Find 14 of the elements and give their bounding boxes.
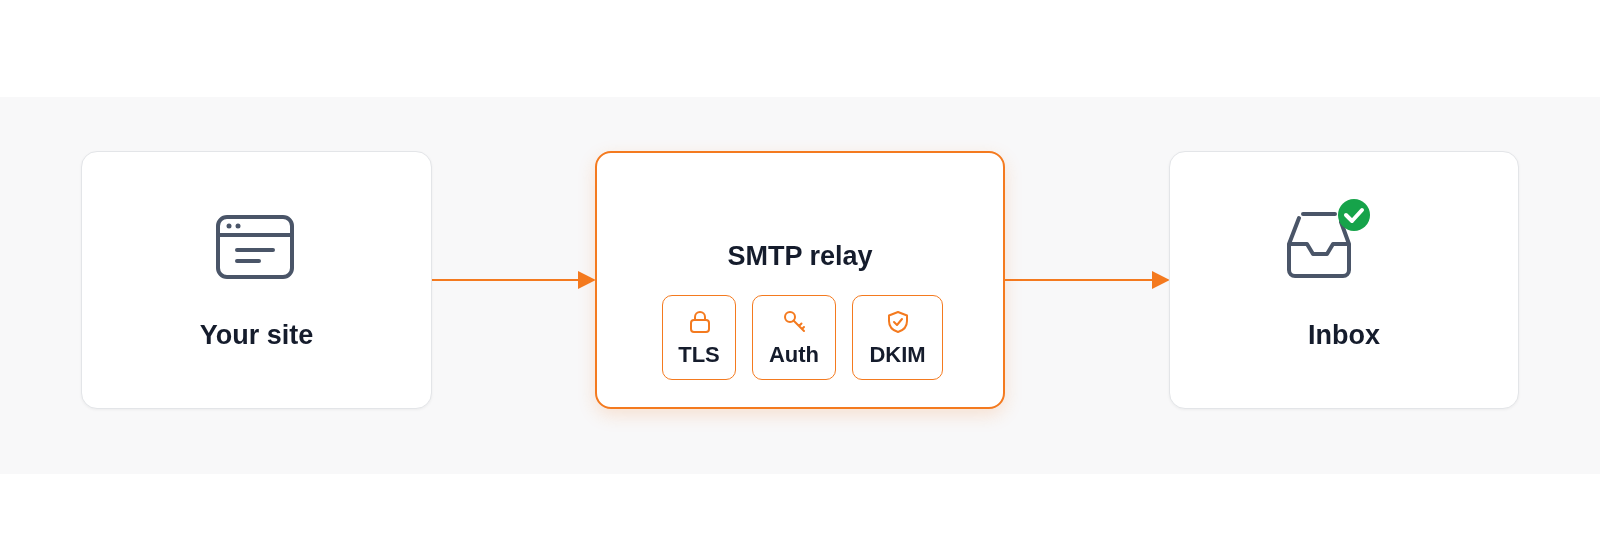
node-label: DKIM: [868, 342, 927, 368]
process-card: [81, 151, 432, 409]
node-label: Your site: [198, 320, 315, 351]
feature-card: [662, 295, 736, 380]
feature-card: [752, 295, 836, 380]
relay-card: [595, 151, 1005, 409]
process-card: [1169, 151, 1519, 409]
node-label: TLS: [677, 342, 721, 368]
arrow: [431, 271, 596, 289]
node-label: Auth: [767, 342, 821, 368]
node-label: Inbox: [1307, 320, 1381, 351]
node-label: SMTP relay: [726, 241, 874, 272]
feature-card: [852, 295, 943, 380]
arrow: [1004, 271, 1170, 289]
